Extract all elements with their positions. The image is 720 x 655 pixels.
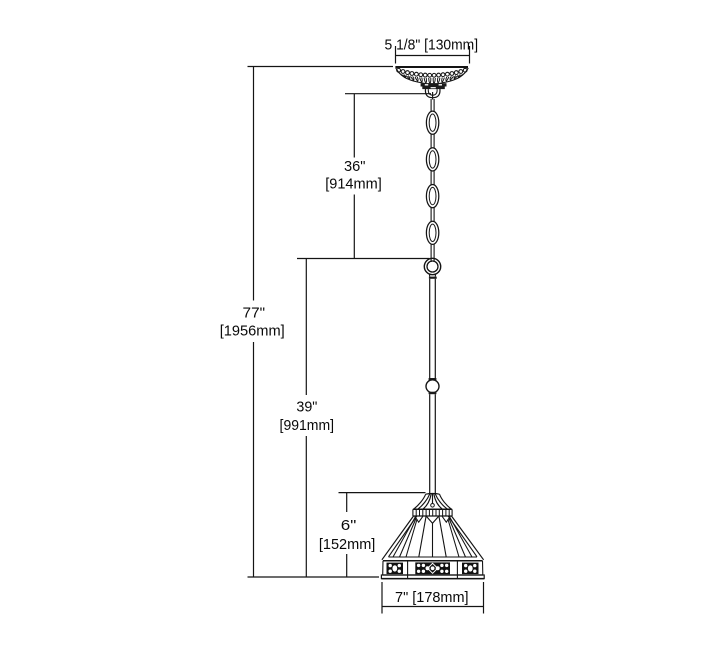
svg-text:[152mm]: [152mm] [319,537,376,553]
svg-text:5 1/8" [130mm]: 5 1/8" [130mm] [385,38,479,54]
svg-text:39": 39" [296,400,317,416]
svg-text:[914mm]: [914mm] [325,177,382,193]
svg-text:36": 36" [344,159,366,175]
svg-text:7" [178mm]: 7" [178mm] [395,590,469,606]
svg-text:6": 6" [341,518,357,534]
svg-text:77": 77" [243,306,266,322]
svg-text:[991mm]: [991mm] [280,418,335,434]
svg-text:[1956mm]: [1956mm] [220,323,285,339]
